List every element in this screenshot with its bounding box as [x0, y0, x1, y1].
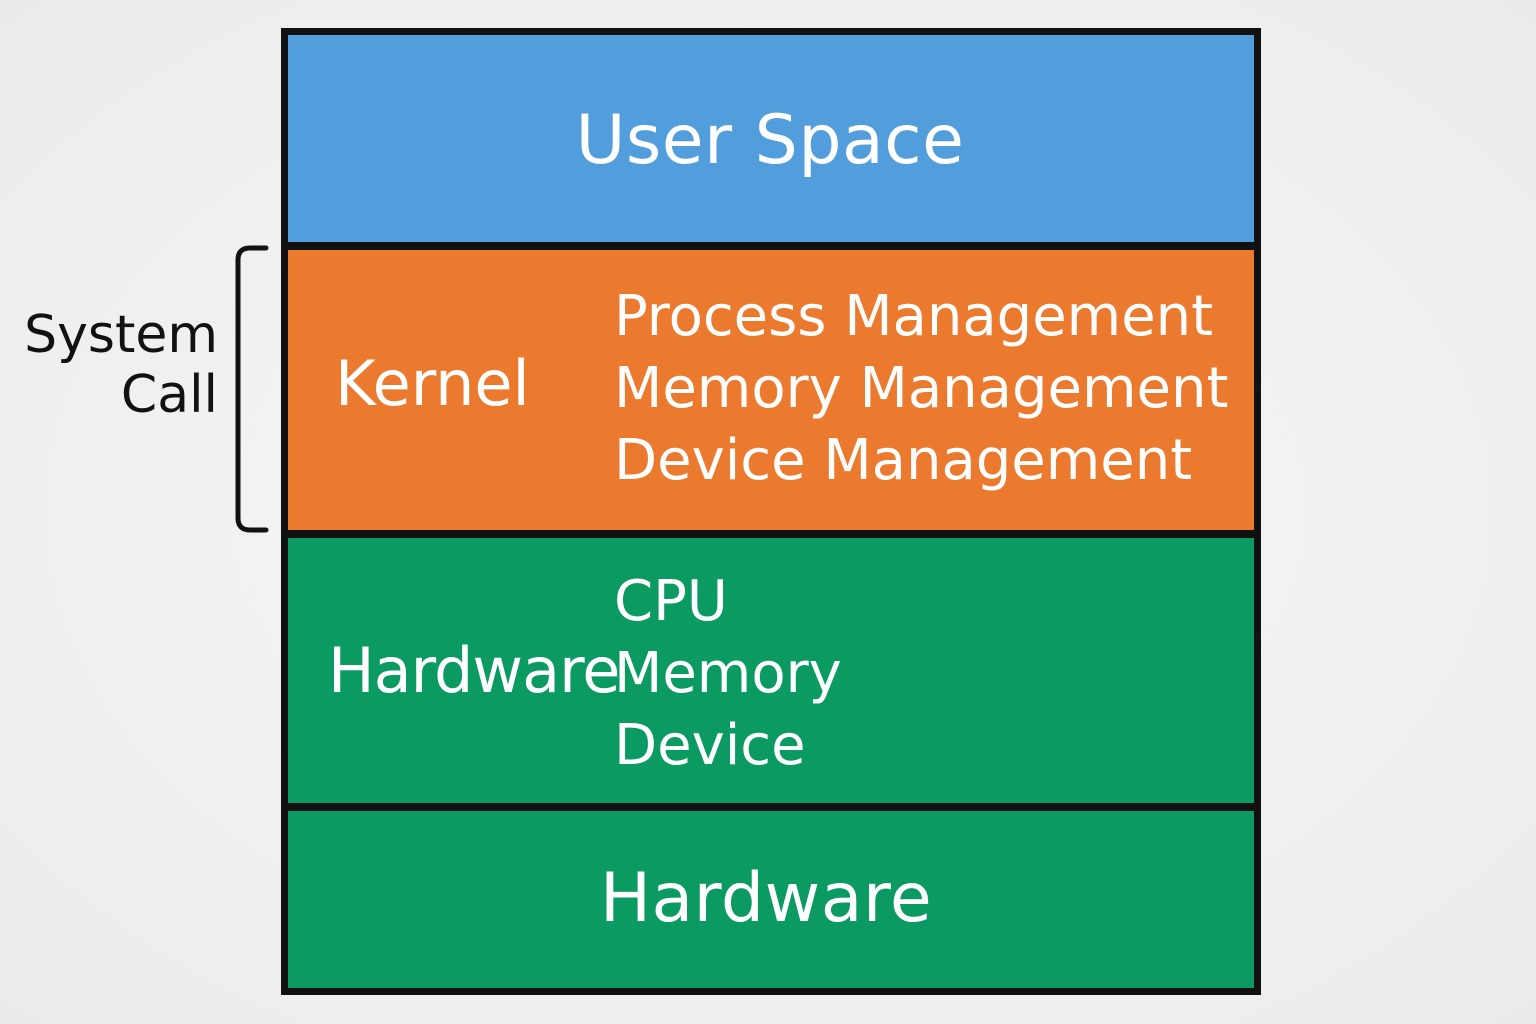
- kernel-layer: Kernel Process Management Memory Managem…: [288, 250, 1254, 530]
- hardware-item-memory: Memory: [614, 641, 842, 706]
- user-space-title: User Space: [575, 101, 965, 180]
- system-call-label: System Call: [24, 305, 218, 425]
- kernel-item-memory-management: Memory Management: [614, 356, 1229, 421]
- kernel-item-device-management: Device Management: [614, 428, 1193, 493]
- os-layer-stack: User Space Kernel Process Management Mem…: [281, 28, 1261, 995]
- hardware-layer: Hardware: [288, 811, 1254, 988]
- hardware-item-device: Device: [614, 713, 806, 778]
- system-call-line-2: Call: [120, 365, 218, 425]
- system-call-bracket: [235, 245, 269, 533]
- user-space-layer: User Space: [288, 35, 1254, 242]
- kernel-item-process-management: Process Management: [614, 284, 1214, 349]
- hardware-item-cpu: CPU: [614, 569, 728, 634]
- system-call-line-1: System: [24, 305, 218, 365]
- hardware-title: Hardware: [599, 859, 933, 938]
- hardware-items: CPU Memory Device: [614, 566, 842, 782]
- kernel-items: Process Management Memory Management Dev…: [614, 281, 1228, 497]
- hardware-detail-label: Hardware: [328, 634, 620, 707]
- kernel-label: Kernel: [335, 347, 530, 420]
- hardware-detail-layer: Hardware CPU Memory Device: [288, 538, 1254, 803]
